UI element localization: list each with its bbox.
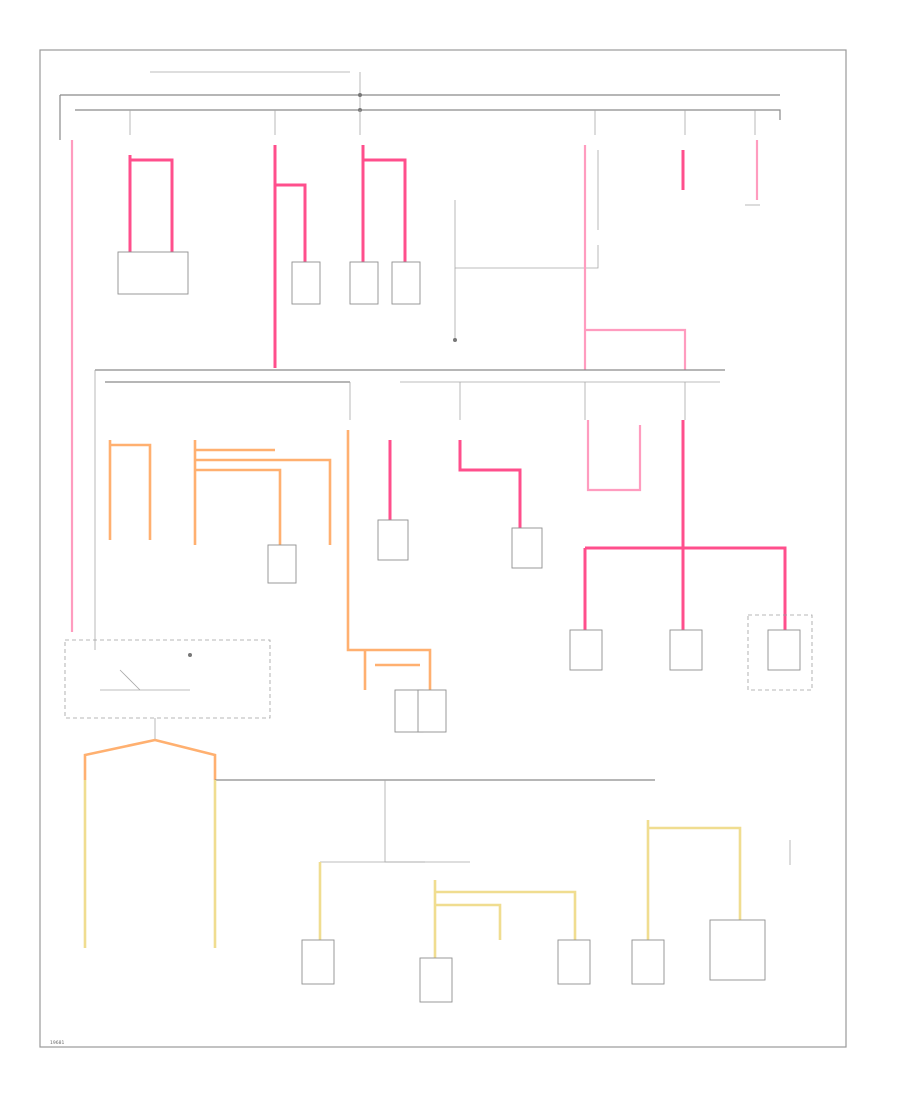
center-switch-group — [453, 150, 599, 342]
right-pink-cluster — [569, 420, 813, 691]
middle-bus — [94, 369, 725, 650]
page-code: 19681 — [50, 1040, 64, 1046]
lower-yellow-components — [301, 820, 791, 1003]
top-left-module — [117, 155, 189, 295]
middle-red-components — [377, 440, 543, 569]
diagram-border — [39, 49, 847, 1048]
top-bus — [59, 71, 781, 140]
upper-group-2 — [273, 145, 421, 368]
orange-cluster — [108, 430, 447, 733]
ignition-switch-box — [64, 639, 271, 740]
lower-bus — [83, 738, 655, 948]
upper-right-group — [583, 140, 760, 370]
